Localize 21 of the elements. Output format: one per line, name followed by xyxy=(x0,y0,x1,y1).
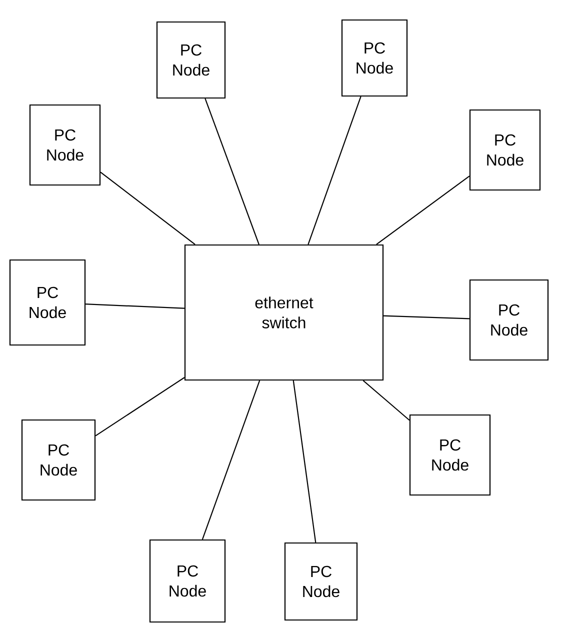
switch-box: ethernet switch xyxy=(184,244,384,381)
pc-node-box: PC Node xyxy=(469,109,541,191)
connector-line xyxy=(86,304,184,309)
pc-node-box: PC Node xyxy=(409,414,491,496)
connector-line xyxy=(202,380,260,540)
pc-node-box: PC Node xyxy=(21,419,96,501)
connector-line xyxy=(100,172,196,245)
connector-line xyxy=(376,176,470,245)
pc-node-box: PC Node xyxy=(284,542,358,621)
pc-node-box: PC Node xyxy=(9,259,86,346)
pc-node-box: PC Node xyxy=(341,19,408,97)
connector-line xyxy=(95,377,185,436)
pc-node-box: PC Node xyxy=(156,21,226,99)
connector-line xyxy=(204,98,260,245)
connector-line xyxy=(308,96,362,245)
connector-line xyxy=(362,380,410,421)
connector-line xyxy=(384,315,470,320)
pc-node-box: PC Node xyxy=(29,104,101,186)
pc-node-box: PC Node xyxy=(149,539,226,623)
connector-line xyxy=(292,380,316,543)
pc-node-box: PC Node xyxy=(469,279,549,361)
